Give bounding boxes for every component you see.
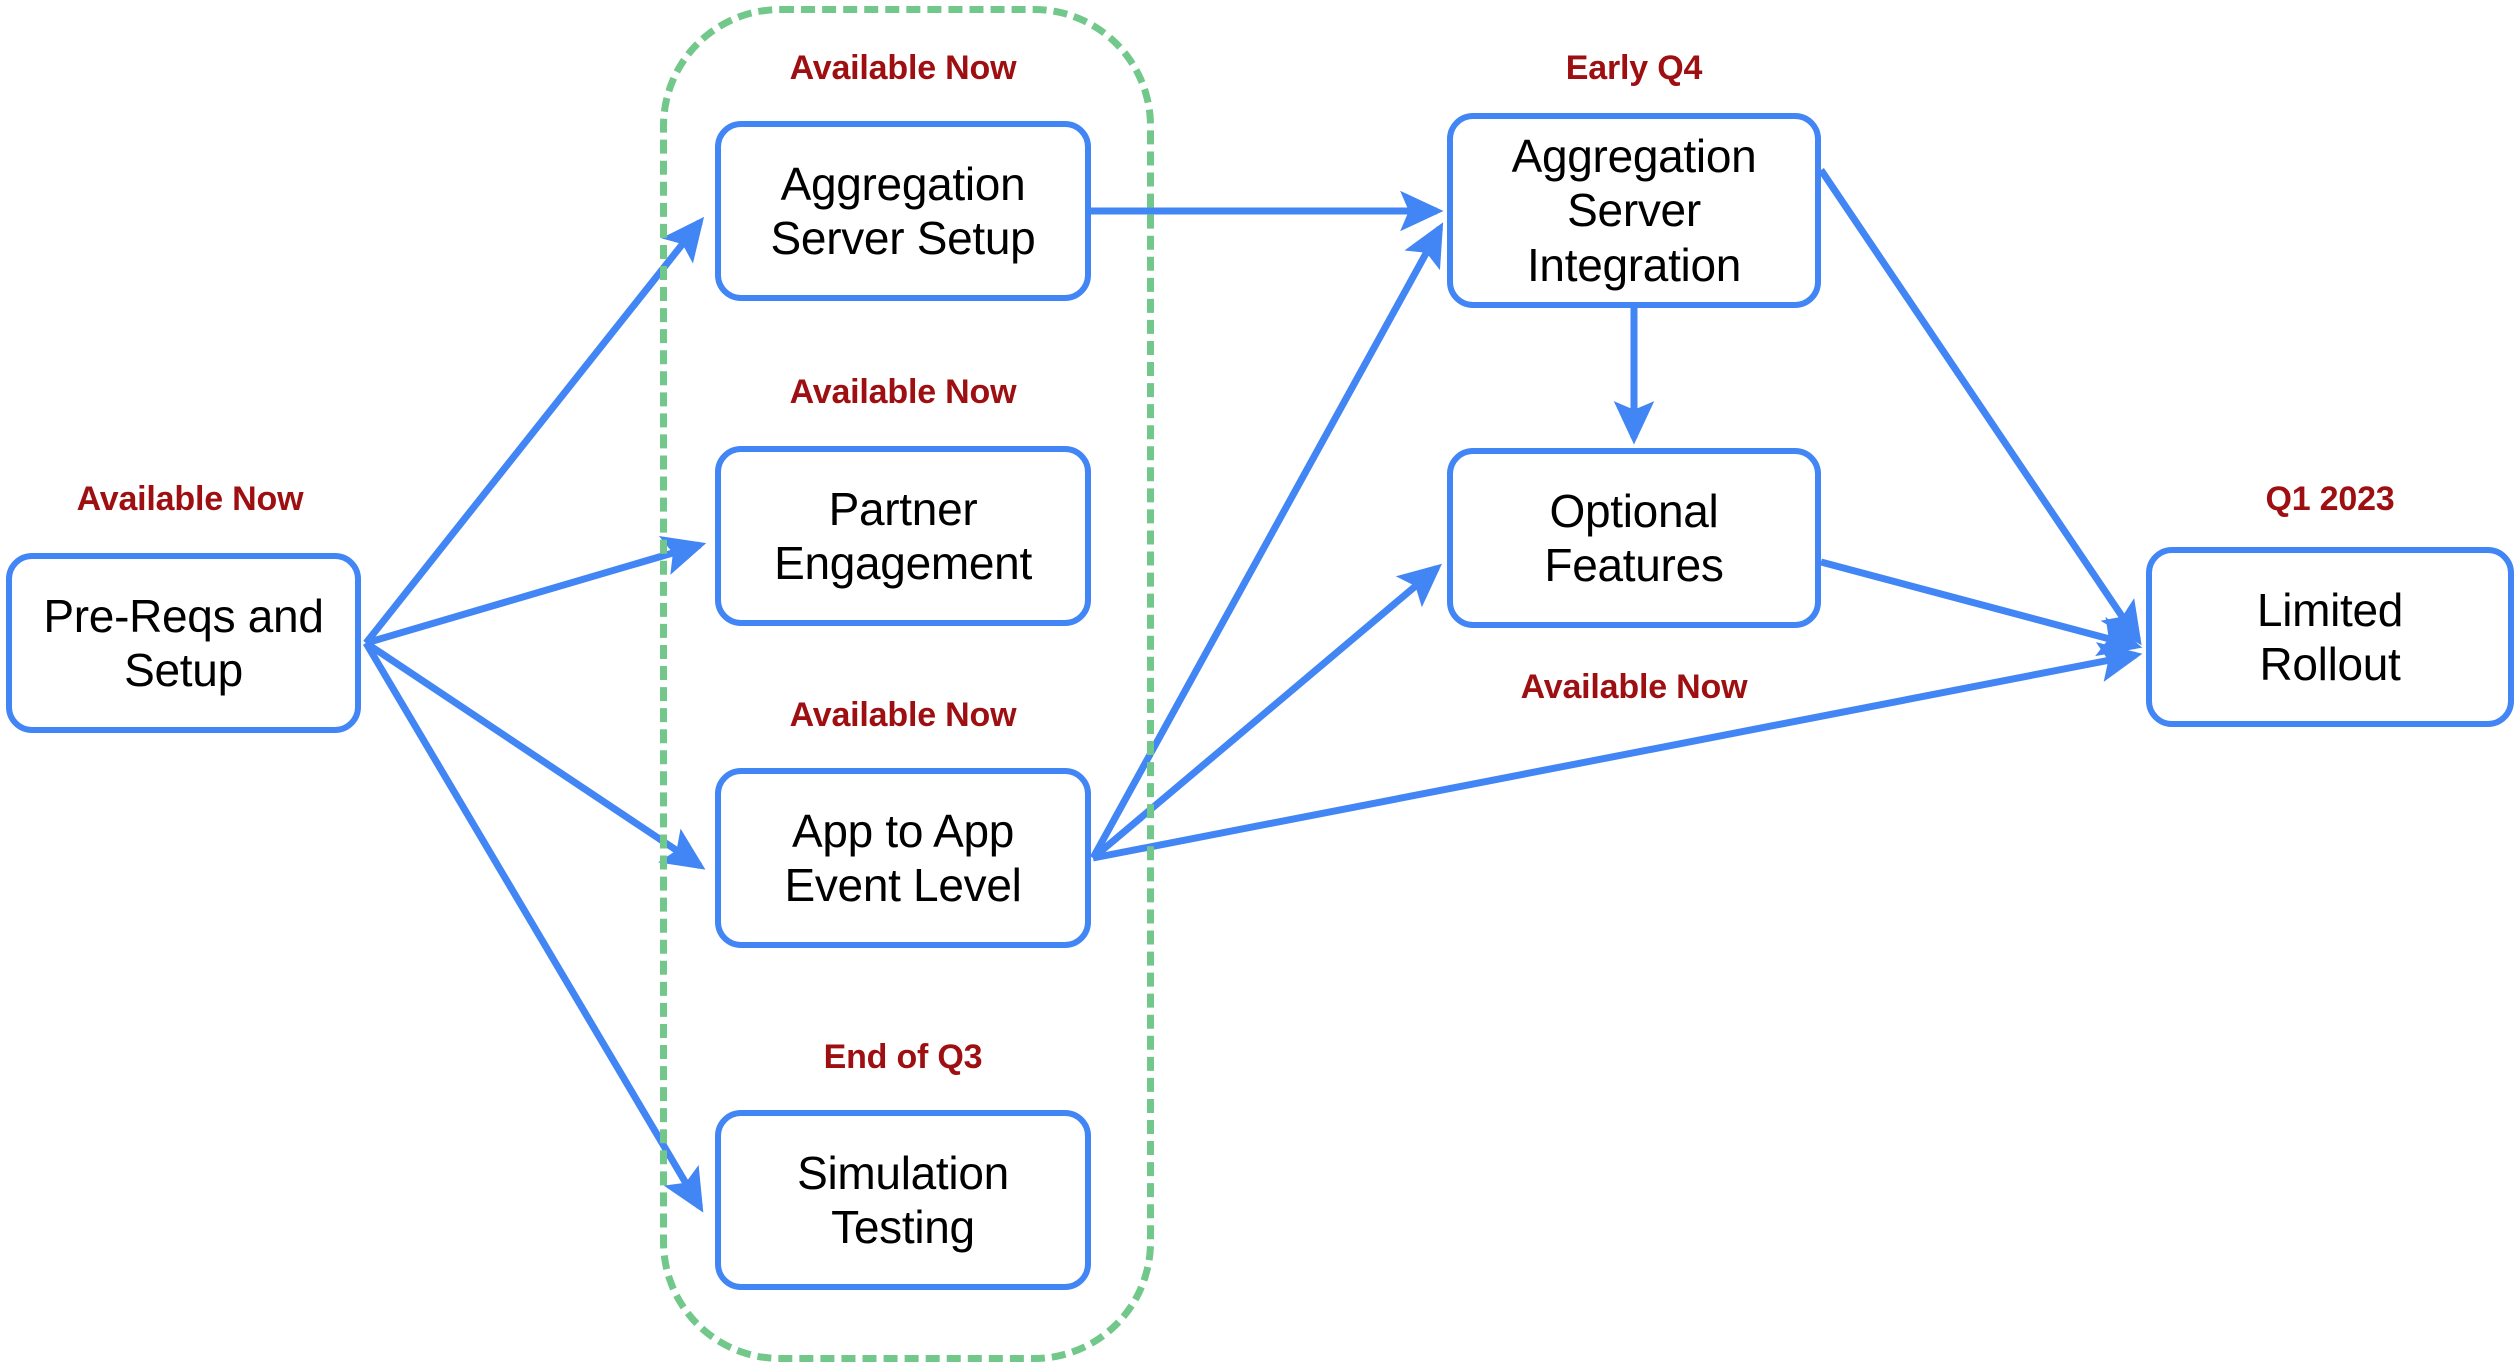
milestone-label-app-to-app: Available Now bbox=[789, 696, 1017, 734]
node-label-pre-reqs-and-setup: Pre-Reqs and Setup bbox=[43, 589, 324, 696]
node-aggregation-server-integration[interactable]: Aggregation Server Integration bbox=[1447, 113, 1821, 308]
milestone-label-limited-rollout: Q1 2023 bbox=[2265, 480, 2395, 518]
node-optional-features[interactable]: Optional Features bbox=[1447, 448, 1821, 628]
milestone-label-pre-reqs: Available Now bbox=[76, 480, 304, 518]
milestone-label-simulation-testing: End of Q3 bbox=[823, 1038, 983, 1076]
node-label-aggregation-server-setup: Aggregation Server Setup bbox=[770, 157, 1036, 264]
milestone-label-partner-engagement: Available Now bbox=[789, 373, 1017, 411]
node-partner-engagement[interactable]: Partner Engagement bbox=[715, 446, 1091, 626]
node-pre-reqs-and-setup[interactable]: Pre-Reqs and Setup bbox=[6, 553, 361, 733]
edge-optional-features-to-limited-rollout bbox=[1820, 558, 2143, 657]
node-label-app-to-app-event-level: App to App Event Level bbox=[784, 804, 1022, 911]
node-label-simulation-testing: Simulation Testing bbox=[797, 1146, 1009, 1253]
edge-prereqs-to-app-to-app bbox=[364, 640, 706, 870]
available-now-group-boundary bbox=[660, 6, 1154, 1362]
milestone-label-aggregation-server-integration: Early Q4 bbox=[1565, 49, 1703, 87]
node-app-to-app-event-level[interactable]: App to App Event Level bbox=[715, 768, 1091, 948]
node-label-aggregation-server-integration: Aggregation Server Integration bbox=[1511, 130, 1757, 291]
milestone-label-aggregation-server-setup: Available Now bbox=[789, 49, 1017, 87]
node-label-optional-features: Optional Features bbox=[1544, 484, 1724, 591]
milestone-label-optional-features: Available Now bbox=[1520, 668, 1748, 706]
node-label-partner-engagement: Partner Engagement bbox=[774, 482, 1032, 589]
node-aggregation-server-setup[interactable]: Aggregation Server Setup bbox=[715, 121, 1091, 301]
edge-prereqs-to-simulation-testing bbox=[362, 641, 704, 1213]
edge-prereqs-to-aggregation-server-setup bbox=[363, 216, 705, 646]
node-label-limited-rollout: Limited Rollout bbox=[2256, 583, 2404, 690]
edge-agg-integration-to-limited-rollout bbox=[1818, 168, 2142, 646]
node-limited-rollout[interactable]: Limited Rollout bbox=[2146, 547, 2514, 727]
edge-prereqs-to-partner-engagement bbox=[365, 535, 707, 647]
node-simulation-testing[interactable]: Simulation Testing bbox=[715, 1110, 1091, 1290]
